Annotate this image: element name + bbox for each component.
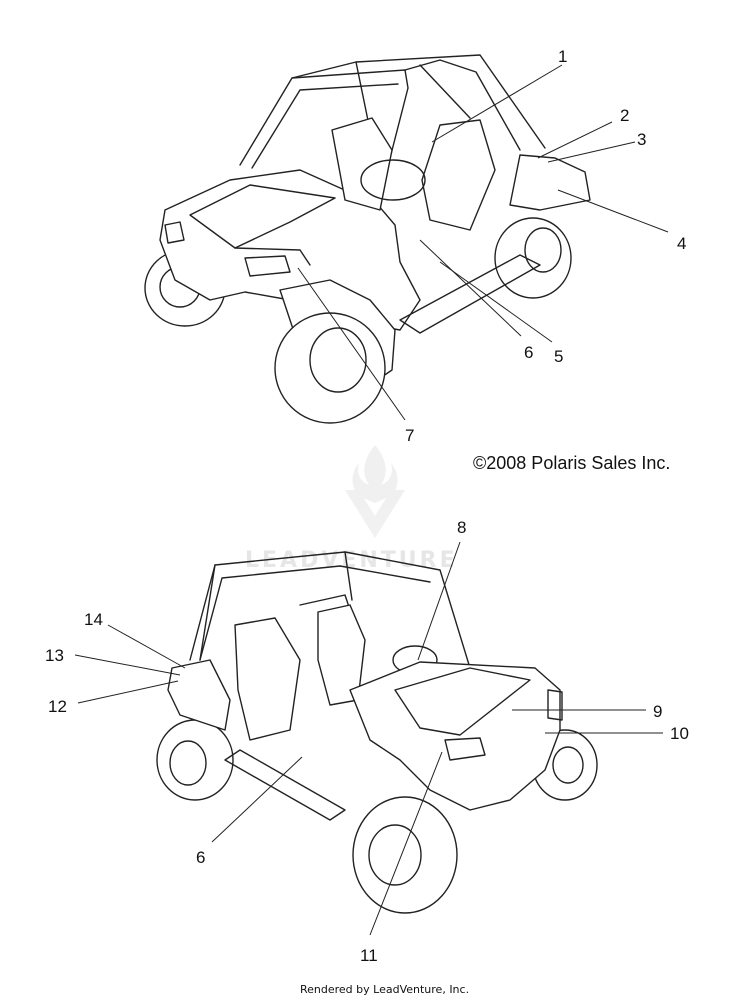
callout-6-bottom: 6 bbox=[196, 848, 205, 867]
callout-7: 7 bbox=[405, 426, 414, 445]
vehicle-top-drawing bbox=[144, 54, 591, 424]
callout-10: 10 bbox=[670, 724, 689, 743]
callout-9: 9 bbox=[653, 702, 662, 721]
callout-8: 8 bbox=[457, 518, 466, 537]
bottom-leader-lines bbox=[74, 541, 663, 936]
callout-6-top: 6 bbox=[524, 343, 533, 362]
callout-1: 1 bbox=[558, 47, 567, 66]
watermark-text: LEADVENTURE bbox=[245, 548, 458, 573]
watermark-logo bbox=[345, 445, 405, 538]
callout-2: 2 bbox=[620, 106, 629, 125]
footer-credit: Rendered by LeadVenture, Inc. bbox=[300, 983, 469, 996]
callout-13: 13 bbox=[45, 646, 64, 665]
copyright-notice: ©2008 Polaris Sales Inc. bbox=[473, 453, 670, 473]
callout-11: 11 bbox=[360, 946, 378, 965]
callout-5: 5 bbox=[554, 347, 563, 366]
callout-3: 3 bbox=[637, 130, 646, 149]
callout-12: 12 bbox=[48, 697, 67, 716]
vehicle-bottom-drawing bbox=[156, 551, 598, 914]
callout-14: 14 bbox=[84, 610, 103, 629]
top-leader-lines bbox=[297, 64, 669, 421]
callout-4: 4 bbox=[677, 234, 686, 253]
